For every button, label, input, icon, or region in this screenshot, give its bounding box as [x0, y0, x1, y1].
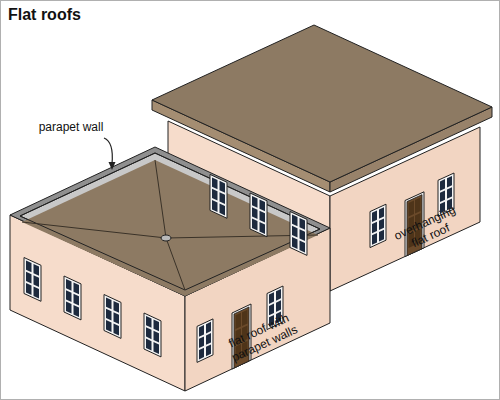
- window: [370, 204, 386, 247]
- window: [104, 295, 121, 339]
- window-pane: [276, 300, 281, 312]
- windows-and-doors: [24, 173, 454, 369]
- window-pane: [114, 301, 120, 313]
- window-pane: [372, 233, 377, 245]
- window-pane: [199, 325, 204, 337]
- roof-drain: [161, 235, 171, 241]
- window-pane: [276, 289, 281, 301]
- window-pane: [26, 283, 32, 295]
- window-pane: [66, 279, 72, 291]
- window-pane: [220, 181, 226, 193]
- parapet-edge: [20, 153, 320, 290]
- window-pane: [154, 319, 160, 331]
- roof-fall-line: [155, 160, 166, 238]
- window-pane: [114, 324, 120, 336]
- window-pane: [74, 282, 80, 294]
- window-pane: [199, 336, 204, 348]
- window-pane: [66, 290, 72, 302]
- window-pane: [269, 304, 274, 316]
- window-pane: [440, 179, 445, 191]
- window-pane: [34, 287, 40, 299]
- leader-arrowhead: [109, 162, 116, 170]
- window-pane: [212, 189, 218, 201]
- window-pane: [220, 204, 226, 216]
- window-pane: [146, 316, 152, 328]
- window-pane: [260, 222, 266, 234]
- window-pane: [206, 322, 211, 334]
- window-pane: [447, 187, 452, 199]
- window-pane: [212, 177, 218, 189]
- window: [290, 212, 307, 256]
- window-pane: [379, 207, 384, 219]
- flat-roof: [152, 25, 492, 182]
- window-pane: [372, 210, 377, 222]
- window-pane: [146, 339, 152, 351]
- window-pane: [206, 333, 211, 345]
- window-pane: [252, 219, 258, 231]
- window-pane: [220, 192, 226, 204]
- callout-label: parapet wall: [39, 121, 104, 135]
- door-panel: [242, 310, 248, 326]
- door-panel: [236, 313, 242, 329]
- window-pane: [447, 176, 452, 188]
- window: [197, 319, 213, 363]
- leader-line: [104, 138, 112, 164]
- window: [210, 174, 227, 218]
- window: [24, 258, 41, 302]
- window-pane: [154, 342, 160, 354]
- window: [64, 276, 81, 320]
- window-pane: [300, 229, 306, 241]
- window-pane: [114, 312, 120, 324]
- window: [144, 313, 161, 357]
- window-pane: [292, 226, 298, 238]
- window-pane: [26, 260, 32, 272]
- parapet-roof-building: [10, 147, 330, 391]
- window-pane: [206, 345, 211, 357]
- window-pane: [300, 241, 306, 253]
- window-pane: [212, 200, 218, 212]
- window-pane: [26, 272, 32, 284]
- window-pane: [260, 211, 266, 223]
- door-panel: [409, 200, 415, 216]
- window-pane: [146, 327, 152, 339]
- window-pane: [300, 218, 306, 230]
- flat-roof: [22, 160, 318, 296]
- window-pane: [66, 302, 72, 314]
- parapet-top: [10, 147, 330, 296]
- diagram-title: Flat roofs: [8, 6, 81, 24]
- window-pane: [34, 275, 40, 287]
- window-pane: [106, 309, 112, 321]
- window-pane: [292, 214, 298, 226]
- window-pane: [34, 264, 40, 276]
- window-pane: [252, 207, 258, 219]
- window-pane: [372, 222, 377, 234]
- window-pane: [292, 237, 298, 249]
- window-pane: [106, 320, 112, 332]
- window-pane: [106, 297, 112, 309]
- window-pane: [199, 348, 204, 360]
- window-pane: [74, 294, 80, 306]
- window-pane: [440, 190, 445, 202]
- window-pane: [269, 292, 274, 304]
- window-pane: [260, 199, 266, 211]
- roof-fall-line: [166, 238, 185, 290]
- door-panel: [415, 197, 421, 213]
- roof-fall-line: [22, 222, 166, 238]
- window: [250, 193, 267, 237]
- window-pane: [74, 305, 80, 317]
- window-pane: [252, 196, 258, 208]
- window-pane: [379, 230, 384, 242]
- window-pane: [379, 219, 384, 231]
- window-pane: [154, 331, 160, 343]
